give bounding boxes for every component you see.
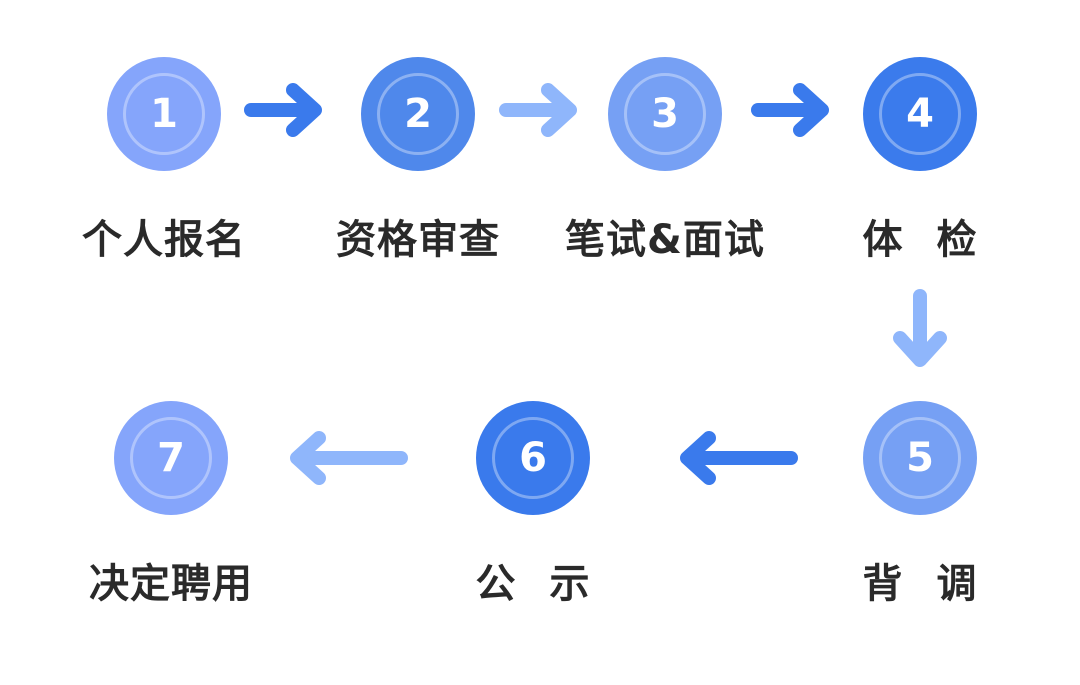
step-label-7: 决定聘用 xyxy=(89,561,253,607)
step-number-1: 1 xyxy=(150,91,178,137)
step-circle-3: 3 xyxy=(608,57,722,171)
step-ring-7 xyxy=(130,417,212,499)
step-5: 5 背 调 xyxy=(820,401,1020,621)
step-label-1: 个人报名 xyxy=(82,217,246,263)
step-number-5: 5 xyxy=(906,435,934,481)
step-6: 6 公 示 xyxy=(433,401,633,621)
step-number-7: 7 xyxy=(157,435,185,481)
step-label-2: 资格审查 xyxy=(336,217,500,263)
step-3: 3 笔试&面试 xyxy=(565,57,765,277)
step-7: 7 决定聘用 xyxy=(71,401,271,621)
step-number-3: 3 xyxy=(651,91,679,137)
step-number-4: 4 xyxy=(906,91,934,137)
step-ring-4 xyxy=(879,73,961,155)
arrow-3-to-4 xyxy=(751,83,829,137)
step-4: 4 体 检 xyxy=(820,57,1020,277)
step-circle-4: 4 xyxy=(863,57,977,171)
step-number-6: 6 xyxy=(519,435,547,481)
arrow-1-to-2 xyxy=(244,83,322,137)
step-circle-2: 2 xyxy=(361,57,475,171)
step-ring-2 xyxy=(377,73,459,155)
step-ring-5 xyxy=(879,417,961,499)
step-1: 1 个人报名 xyxy=(64,57,264,277)
step-2: 2 资格审查 xyxy=(318,57,518,277)
step-ring-3 xyxy=(624,73,706,155)
arrow-6-to-7 xyxy=(290,431,408,485)
step-label-4: 体 检 xyxy=(862,217,978,263)
step-ring-6 xyxy=(492,417,574,499)
arrow-2-to-3 xyxy=(499,83,577,137)
step-circle-7: 7 xyxy=(114,401,228,515)
step-circle-5: 5 xyxy=(863,401,977,515)
arrow-4-to-5 xyxy=(893,289,947,367)
step-ring-1 xyxy=(123,73,205,155)
step-circle-1: 1 xyxy=(107,57,221,171)
step-number-2: 2 xyxy=(404,91,432,137)
step-label-5: 背 调 xyxy=(862,561,978,607)
arrow-5-to-6 xyxy=(680,431,798,485)
step-label-3: 笔试&面试 xyxy=(565,217,765,263)
step-label-6: 公 示 xyxy=(475,561,591,607)
step-circle-6: 6 xyxy=(476,401,590,515)
